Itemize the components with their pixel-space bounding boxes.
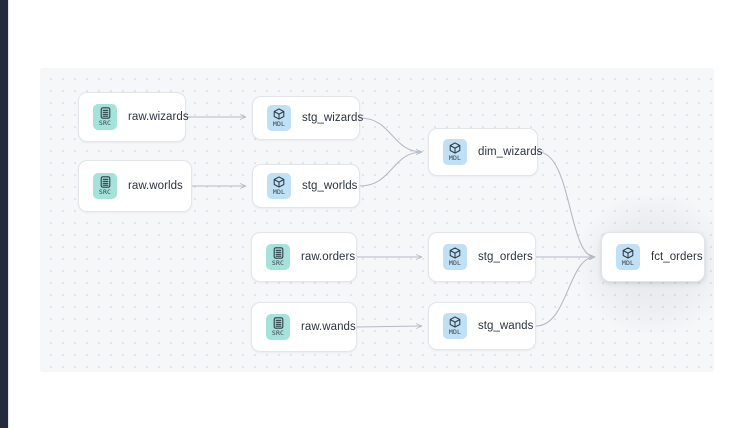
- node-type-badge-mdl: MDL: [443, 139, 467, 165]
- lineage-node-stg_wands[interactable]: MDL stg_wands: [428, 302, 536, 350]
- cube-icon: [449, 142, 461, 154]
- node-type-tag: MDL: [272, 120, 286, 129]
- cube-icon: [449, 247, 461, 259]
- node-type-tag: MDL: [621, 259, 635, 268]
- node-label: fct_orders: [651, 251, 703, 263]
- lineage-node-stg_wizards[interactable]: MDL stg_wizards: [252, 96, 364, 140]
- node-type-badge-mdl: MDL: [616, 244, 640, 270]
- lineage-edge-dim_wizards-to-fct_orders: [537, 151, 595, 257]
- database-icon: [100, 176, 111, 188]
- cube-icon: [273, 108, 285, 120]
- node-type-tag: SRC: [98, 119, 112, 128]
- lineage-edge-stg_wizards-to-dim_wizards: [359, 117, 422, 152]
- node-label: raw.wands: [301, 321, 356, 333]
- left-nav-rail[interactable]: [0, 0, 8, 428]
- cube-icon: [622, 247, 634, 259]
- node-label: stg_worlds: [302, 180, 358, 192]
- node-label: stg_wands: [478, 320, 534, 332]
- node-label: raw.wizards: [128, 111, 189, 123]
- lineage-node-fct_orders[interactable]: MDL fct_orders: [601, 232, 705, 282]
- cube-icon: [449, 316, 461, 328]
- node-type-tag: MDL: [272, 188, 286, 197]
- lineage-node-raw_orders[interactable]: SRC raw.orders: [251, 232, 357, 282]
- node-type-badge-src: SRC: [266, 244, 290, 270]
- cube-icon: [273, 176, 285, 188]
- node-label: stg_wizards: [302, 112, 364, 124]
- lineage-node-stg_orders[interactable]: MDL stg_orders: [428, 232, 536, 282]
- node-label: stg_orders: [478, 251, 533, 263]
- node-type-badge-src: SRC: [266, 314, 290, 340]
- lineage-node-raw_worlds[interactable]: SRC raw.worlds: [78, 160, 192, 212]
- lineage-node-dim_wizards[interactable]: MDL dim_wizards: [428, 128, 542, 176]
- node-type-tag: MDL: [448, 328, 462, 337]
- lineage-edge-raw_wands-to-stg_wands: [356, 326, 422, 327]
- lineage-node-raw_wizards[interactable]: SRC raw.wizards: [78, 92, 189, 142]
- lineage-edges: [186, 68, 714, 372]
- node-type-tag: SRC: [271, 259, 285, 268]
- lineage-edge-stg_wands-to-fct_orders: [535, 257, 595, 327]
- database-icon: [100, 107, 111, 119]
- node-type-badge-mdl: MDL: [267, 173, 291, 199]
- node-type-tag: MDL: [448, 259, 462, 268]
- lineage-node-stg_worlds[interactable]: MDL stg_worlds: [252, 164, 360, 208]
- node-type-tag: SRC: [271, 329, 285, 338]
- database-icon: [273, 317, 284, 329]
- rail-divider: [8, 0, 9, 428]
- node-label: raw.orders: [301, 251, 356, 263]
- lineage-node-raw_wands[interactable]: SRC raw.wands: [251, 302, 357, 352]
- node-type-badge-mdl: MDL: [443, 244, 467, 270]
- node-type-badge-src: SRC: [93, 173, 117, 199]
- node-type-badge-mdl: MDL: [443, 313, 467, 339]
- node-label: dim_wizards: [478, 146, 543, 158]
- node-type-tag: SRC: [98, 188, 112, 197]
- lineage-edge-stg_worlds-to-dim_wizards: [359, 152, 422, 187]
- node-type-tag: MDL: [448, 154, 462, 163]
- database-icon: [273, 247, 284, 259]
- node-label: raw.worlds: [128, 180, 183, 192]
- node-type-badge-mdl: MDL: [267, 105, 291, 131]
- node-type-badge-src: SRC: [93, 104, 117, 130]
